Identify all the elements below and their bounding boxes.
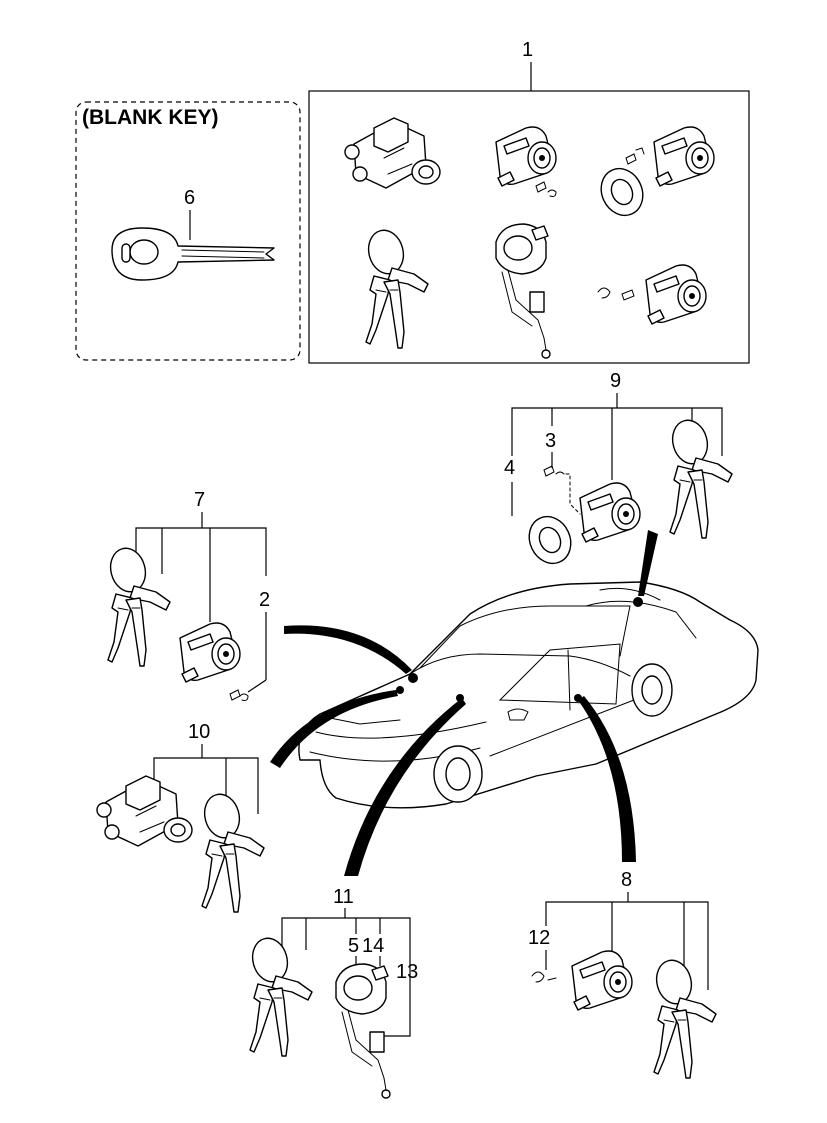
leader-arrows: [270, 530, 658, 876]
key-set-illustration: [247, 933, 313, 1057]
clip-illustration: [229, 689, 249, 701]
callout-14: 14: [362, 935, 384, 957]
ignition-switch-illustration: [96, 775, 193, 847]
clip-illustration: [535, 181, 557, 197]
blank-key-illustration: [111, 227, 275, 281]
callout-9: 9: [610, 370, 621, 392]
blank-key-box: [75, 101, 301, 361]
car-illustration: [298, 581, 759, 809]
key-set-illustration: [199, 789, 265, 913]
callout-11: 11: [333, 886, 354, 908]
rear-lock-cylinder-illustration: [645, 264, 707, 325]
key-set-illustration: [363, 225, 429, 349]
callout-8: 8: [621, 869, 632, 891]
clip-illustration: [625, 147, 645, 165]
callout-1: 1: [522, 39, 533, 61]
callout-10: 10: [188, 721, 210, 743]
door-lock-cylinder-illustration: [495, 126, 557, 187]
escutcheon-ring-illustration: [521, 509, 579, 571]
steering-lock-illustration: [335, 963, 391, 1099]
clip-illustration: [597, 287, 635, 301]
blank-key-title: (BLANK KEY): [82, 106, 219, 129]
ignition-switch-illustration: [344, 117, 441, 189]
key-set-illustration: [651, 955, 717, 1079]
door-lock-cylinder-illustration: [571, 950, 633, 1011]
callout-6: 6: [184, 187, 195, 209]
clip-illustration: [543, 465, 581, 515]
lock-set-box: [308, 90, 750, 364]
clip-illustration: [531, 971, 557, 983]
trunk-lock-cylinder-illustration: [653, 126, 715, 187]
steering-lock-illustration: [495, 223, 551, 359]
key-set-illustration: [105, 543, 171, 667]
callout-12: 12: [528, 927, 550, 949]
callout-5: 5: [348, 935, 359, 957]
callout-7: 7: [194, 489, 205, 511]
door-lock-cylinder-illustration: [579, 482, 641, 543]
callout-13: 13: [396, 961, 418, 983]
callout-4: 4: [504, 457, 515, 479]
door-lock-cylinder-illustration: [179, 622, 241, 683]
callout-2: 2: [259, 589, 270, 611]
callout-3: 3: [545, 430, 556, 452]
escutcheon-ring-illustration: [593, 161, 651, 223]
